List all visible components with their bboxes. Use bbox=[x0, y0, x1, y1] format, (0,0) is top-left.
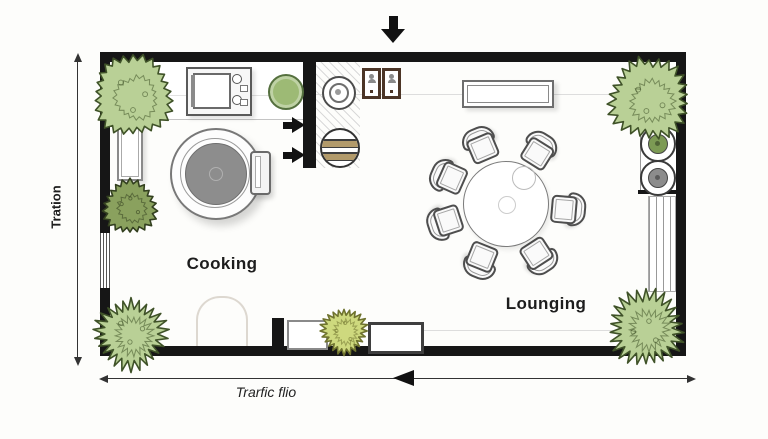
arrow-head bbox=[292, 117, 305, 133]
washer bbox=[170, 128, 262, 220]
left-arrow-icon bbox=[99, 374, 108, 383]
table-center bbox=[498, 196, 516, 214]
portrait-head bbox=[369, 74, 374, 79]
dining-chair bbox=[457, 121, 503, 166]
wall-bottom-pier bbox=[272, 318, 284, 346]
bench bbox=[287, 320, 328, 350]
burner-target-icon bbox=[322, 76, 356, 110]
vertical-dimension-line bbox=[77, 59, 78, 359]
wall-top bbox=[100, 52, 686, 62]
dining-chair bbox=[549, 189, 588, 228]
washer-ring bbox=[180, 138, 250, 208]
table-band bbox=[322, 139, 358, 148]
arrow-head bbox=[292, 147, 305, 163]
sideboard bbox=[462, 80, 554, 108]
baseboard-line-bottom bbox=[418, 330, 648, 331]
table-plate bbox=[512, 166, 536, 190]
microwave bbox=[186, 67, 252, 116]
plant-pot-green bbox=[640, 126, 676, 162]
dining-table bbox=[463, 161, 549, 247]
pot-center bbox=[655, 175, 660, 180]
bush-icon bbox=[101, 177, 159, 233]
portrait-dot bbox=[390, 90, 393, 93]
washer-dot bbox=[209, 167, 223, 181]
down-arrow-icon bbox=[381, 29, 405, 43]
chair-seat bbox=[549, 194, 578, 225]
microwave-door bbox=[191, 73, 231, 109]
portrait-dot bbox=[370, 90, 373, 93]
pot-center bbox=[655, 141, 660, 146]
person-portrait-icon bbox=[362, 68, 381, 99]
portrait-head bbox=[389, 74, 394, 79]
arrow-stem bbox=[283, 152, 292, 159]
person-portrait-icon bbox=[382, 68, 401, 99]
vertical-dimension-label: Tration bbox=[48, 185, 64, 229]
window-left bbox=[100, 233, 110, 288]
microwave-knob bbox=[232, 74, 242, 84]
microwave-button bbox=[240, 85, 248, 92]
portrait-body bbox=[367, 79, 376, 83]
right-arrow-icon bbox=[687, 374, 696, 383]
dining-chair bbox=[458, 239, 504, 285]
round-side-table bbox=[320, 128, 360, 168]
tall-cabinet bbox=[648, 196, 676, 292]
portrait-body bbox=[387, 79, 396, 83]
radiator bbox=[117, 120, 143, 181]
wall-right bbox=[676, 52, 686, 356]
down-arrow-icon bbox=[73, 357, 82, 366]
zone-label-cooking: Cooking bbox=[186, 254, 258, 273]
washer-handle bbox=[250, 151, 271, 195]
door-swing-arch bbox=[196, 296, 248, 348]
dining-chair bbox=[424, 154, 470, 201]
bold-left-arrow-icon bbox=[393, 370, 414, 386]
entry-arrow-stem bbox=[389, 16, 398, 30]
wall-vestibule-stub bbox=[303, 62, 316, 168]
up-arrow-icon bbox=[73, 53, 82, 62]
horizontal-dimension-label: Trarfic flio bbox=[235, 384, 297, 400]
plant-pot-gray bbox=[640, 160, 676, 196]
dining-chair bbox=[422, 200, 466, 245]
microwave-button bbox=[240, 99, 248, 106]
zone-label-lounging: Lounging bbox=[505, 294, 587, 313]
wall-left-upper bbox=[100, 52, 110, 233]
arrow-stem bbox=[283, 122, 292, 129]
table-band bbox=[322, 152, 358, 161]
pot-inner bbox=[648, 168, 668, 188]
counter-plant-pot bbox=[268, 74, 304, 110]
bench bbox=[368, 322, 424, 354]
